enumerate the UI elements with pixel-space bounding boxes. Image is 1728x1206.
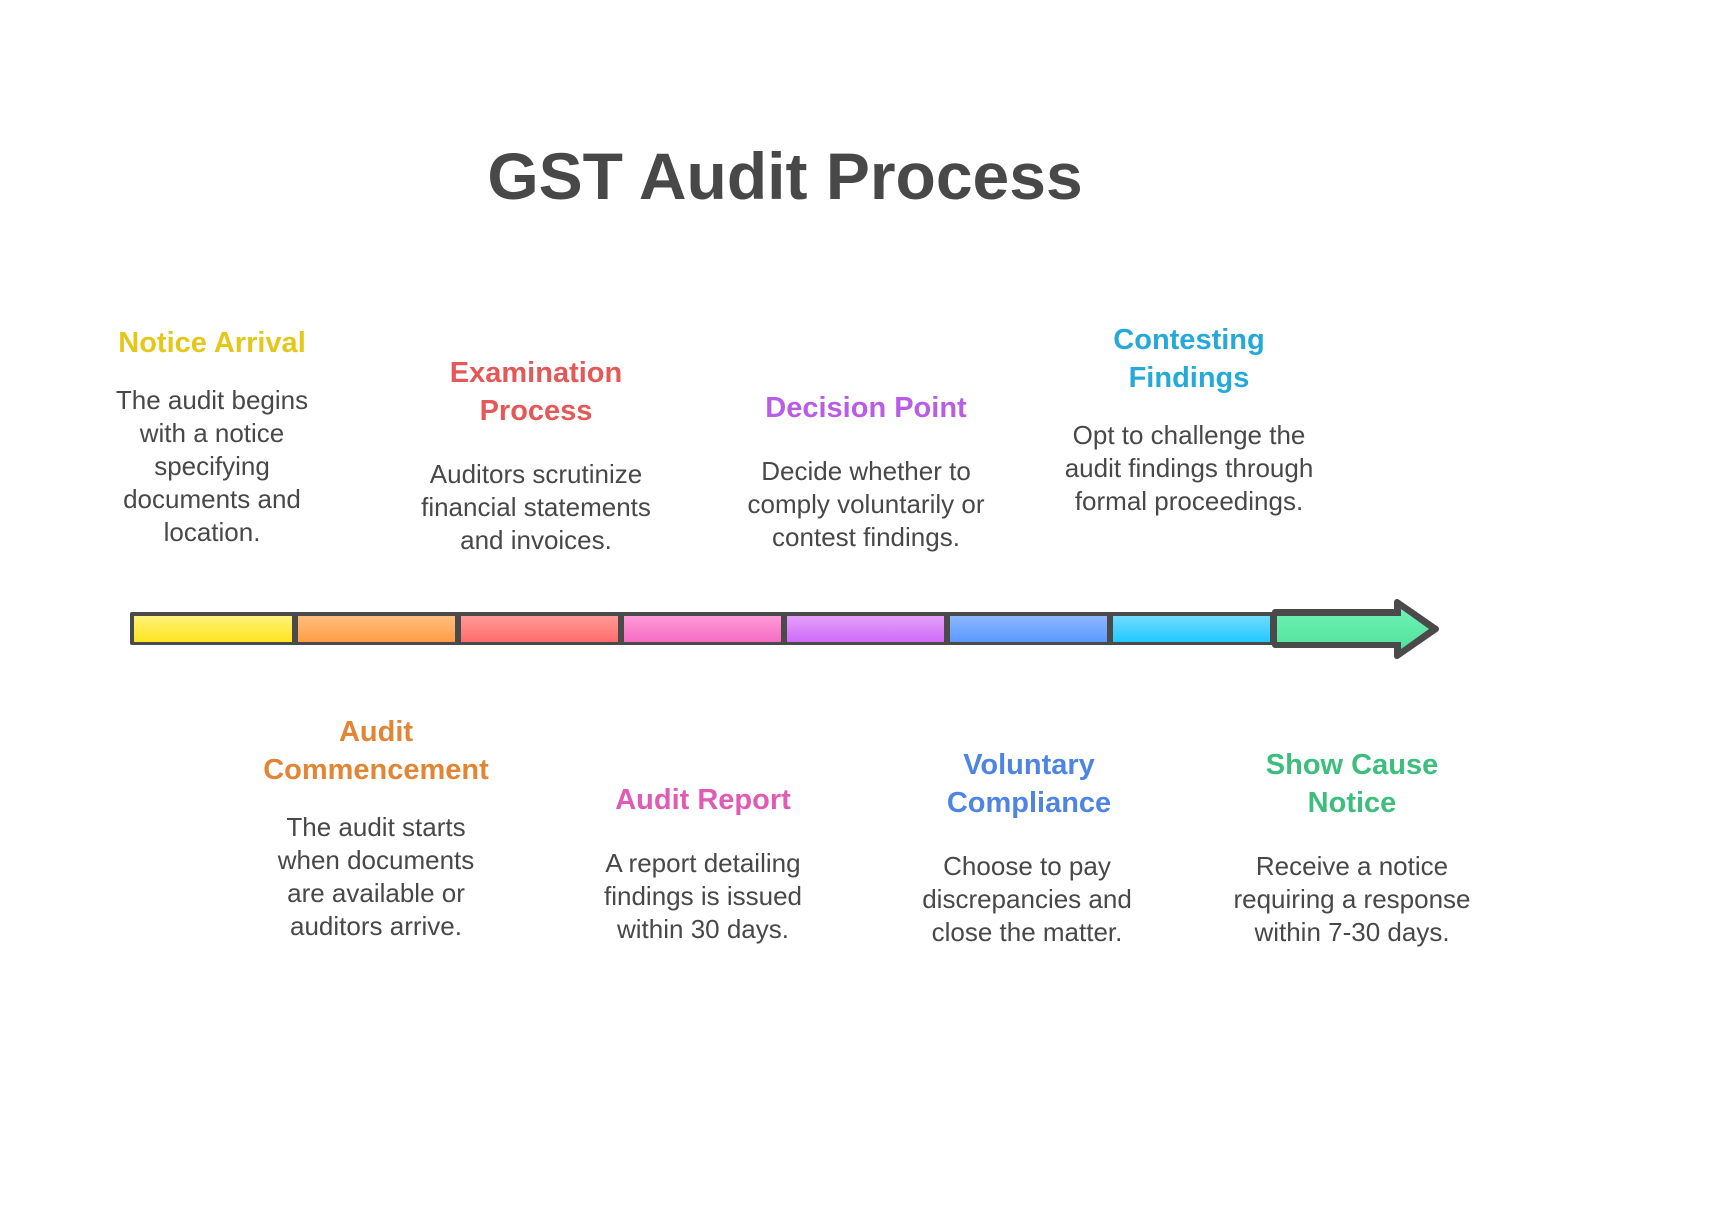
step-title: Voluntary Compliance xyxy=(946,749,1112,819)
step-description: The audit begins with a notice specifyin… xyxy=(115,385,309,547)
step-description: Choose to pay discrepancies and close th… xyxy=(922,851,1132,947)
step-description: A report detailing findings is issued wi… xyxy=(604,848,802,944)
step-title: Audit Commencement xyxy=(263,716,489,786)
step-voluntary-compliance: Voluntary Compliance Choose to pay discr… xyxy=(879,746,1179,949)
step-notice-arrival: Notice Arrival The audit begins with a n… xyxy=(62,324,362,549)
step-description: Receive a notice requiring a response wi… xyxy=(1233,851,1471,947)
step-title: Notice Arrival xyxy=(118,327,306,359)
step-title: Show Cause Notice xyxy=(1265,749,1439,819)
step-contesting-findings: Contesting Findings Opt to challenge the… xyxy=(1039,321,1339,518)
segment-notice-arrival xyxy=(134,616,292,642)
diagram-title: GST Audit Process xyxy=(487,139,1083,213)
step-decision-point: Decision Point Decide whether to comply … xyxy=(716,389,1016,554)
step-title: Decision Point xyxy=(765,392,967,424)
segment-voluntary-compliance xyxy=(950,616,1107,642)
step-title: Audit Report xyxy=(615,784,791,816)
segment-show-cause-notice xyxy=(1277,609,1429,649)
step-audit-commencement: Audit Commencement The audit starts when… xyxy=(226,713,526,943)
step-description: Decide whether to comply voluntarily or … xyxy=(747,456,985,552)
step-show-cause-notice: Show Cause Notice Receive a notice requi… xyxy=(1202,746,1502,949)
step-audit-report: Audit Report A report detailing findings… xyxy=(553,781,853,946)
step-description: Opt to challenge the audit findings thro… xyxy=(1064,420,1314,516)
step-title: Examination Process xyxy=(449,357,623,427)
segment-examination-process xyxy=(461,616,618,642)
step-description: Auditors scrutinize financial statements… xyxy=(421,459,651,555)
segment-audit-report xyxy=(624,616,781,642)
segment-decision-point xyxy=(787,616,944,642)
step-description: The audit starts when documents are avai… xyxy=(277,812,475,941)
step-title: Contesting Findings xyxy=(1113,324,1265,394)
step-examination-process: Examination Process Auditors scrutinize … xyxy=(386,354,686,557)
segment-contesting-findings xyxy=(1113,616,1270,642)
segment-audit-commencement xyxy=(298,616,455,642)
